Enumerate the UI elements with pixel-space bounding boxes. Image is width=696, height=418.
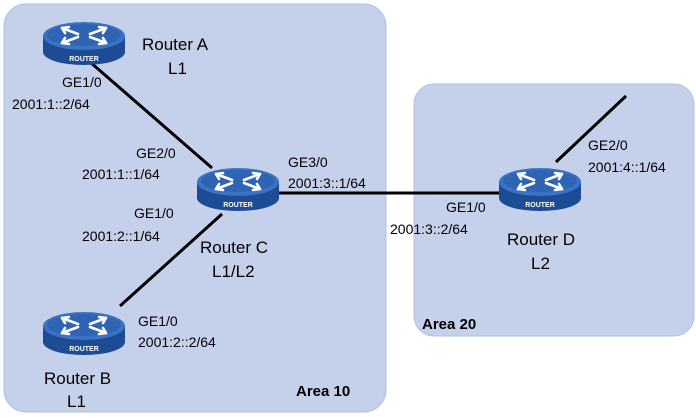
router-c-ge30-port: GE3/0 [288,154,328,170]
router-b-icon: ROUTER [41,310,127,357]
router-d-ge20-address: 2001:4::1/64 [588,159,666,175]
router-c-ge30-address: 2001:3::1/64 [288,175,366,191]
router-b-badge: ROUTER [69,346,99,353]
area-20-label: Area 20 [422,316,476,333]
router-d-ge10-port: GE1/0 [446,199,486,215]
router-c-level: L1/L2 [212,262,255,281]
router-b-ge10-port: GE1/0 [138,313,178,329]
router-a-level: L1 [168,59,187,78]
router-d-name: Router D [507,230,575,249]
router-d-level: L2 [531,254,550,273]
router-a-icon: ROUTER [41,20,127,67]
area-10-region [3,3,387,413]
router-d-icon: ROUTER [497,166,583,213]
area-10-label: Area 10 [296,383,350,400]
router-d-badge: ROUTER [525,202,555,209]
router-a-ge10-address: 2001:1::2/64 [12,96,90,112]
link-a-c [89,60,213,170]
router-b-name: Router B [44,369,111,388]
router-a-ge10-port: GE1/0 [62,74,102,90]
router-c-ge20-port: GE2/0 [136,145,176,161]
router-b-ge10-address: 2001:2::2/64 [138,334,216,350]
router-c-ge10-address: 2001:2::1/64 [82,228,160,244]
router-c-icon: ROUTER [195,166,281,213]
router-b-level: L1 [67,392,86,411]
router-c-badge: ROUTER [223,202,253,209]
router-d-ge20-port: GE2/0 [588,137,628,153]
router-c-ge20-address: 2001:1::1/64 [82,166,160,182]
link-b-c [118,212,224,308]
router-c-name: Router C [200,238,268,257]
router-a-name: Router A [142,35,209,54]
router-a-badge: ROUTER [69,56,99,63]
router-c-ge10-port: GE1/0 [134,205,174,221]
router-d-ge10-address: 2001:3::2/64 [390,221,468,237]
link-d-external [554,94,628,164]
